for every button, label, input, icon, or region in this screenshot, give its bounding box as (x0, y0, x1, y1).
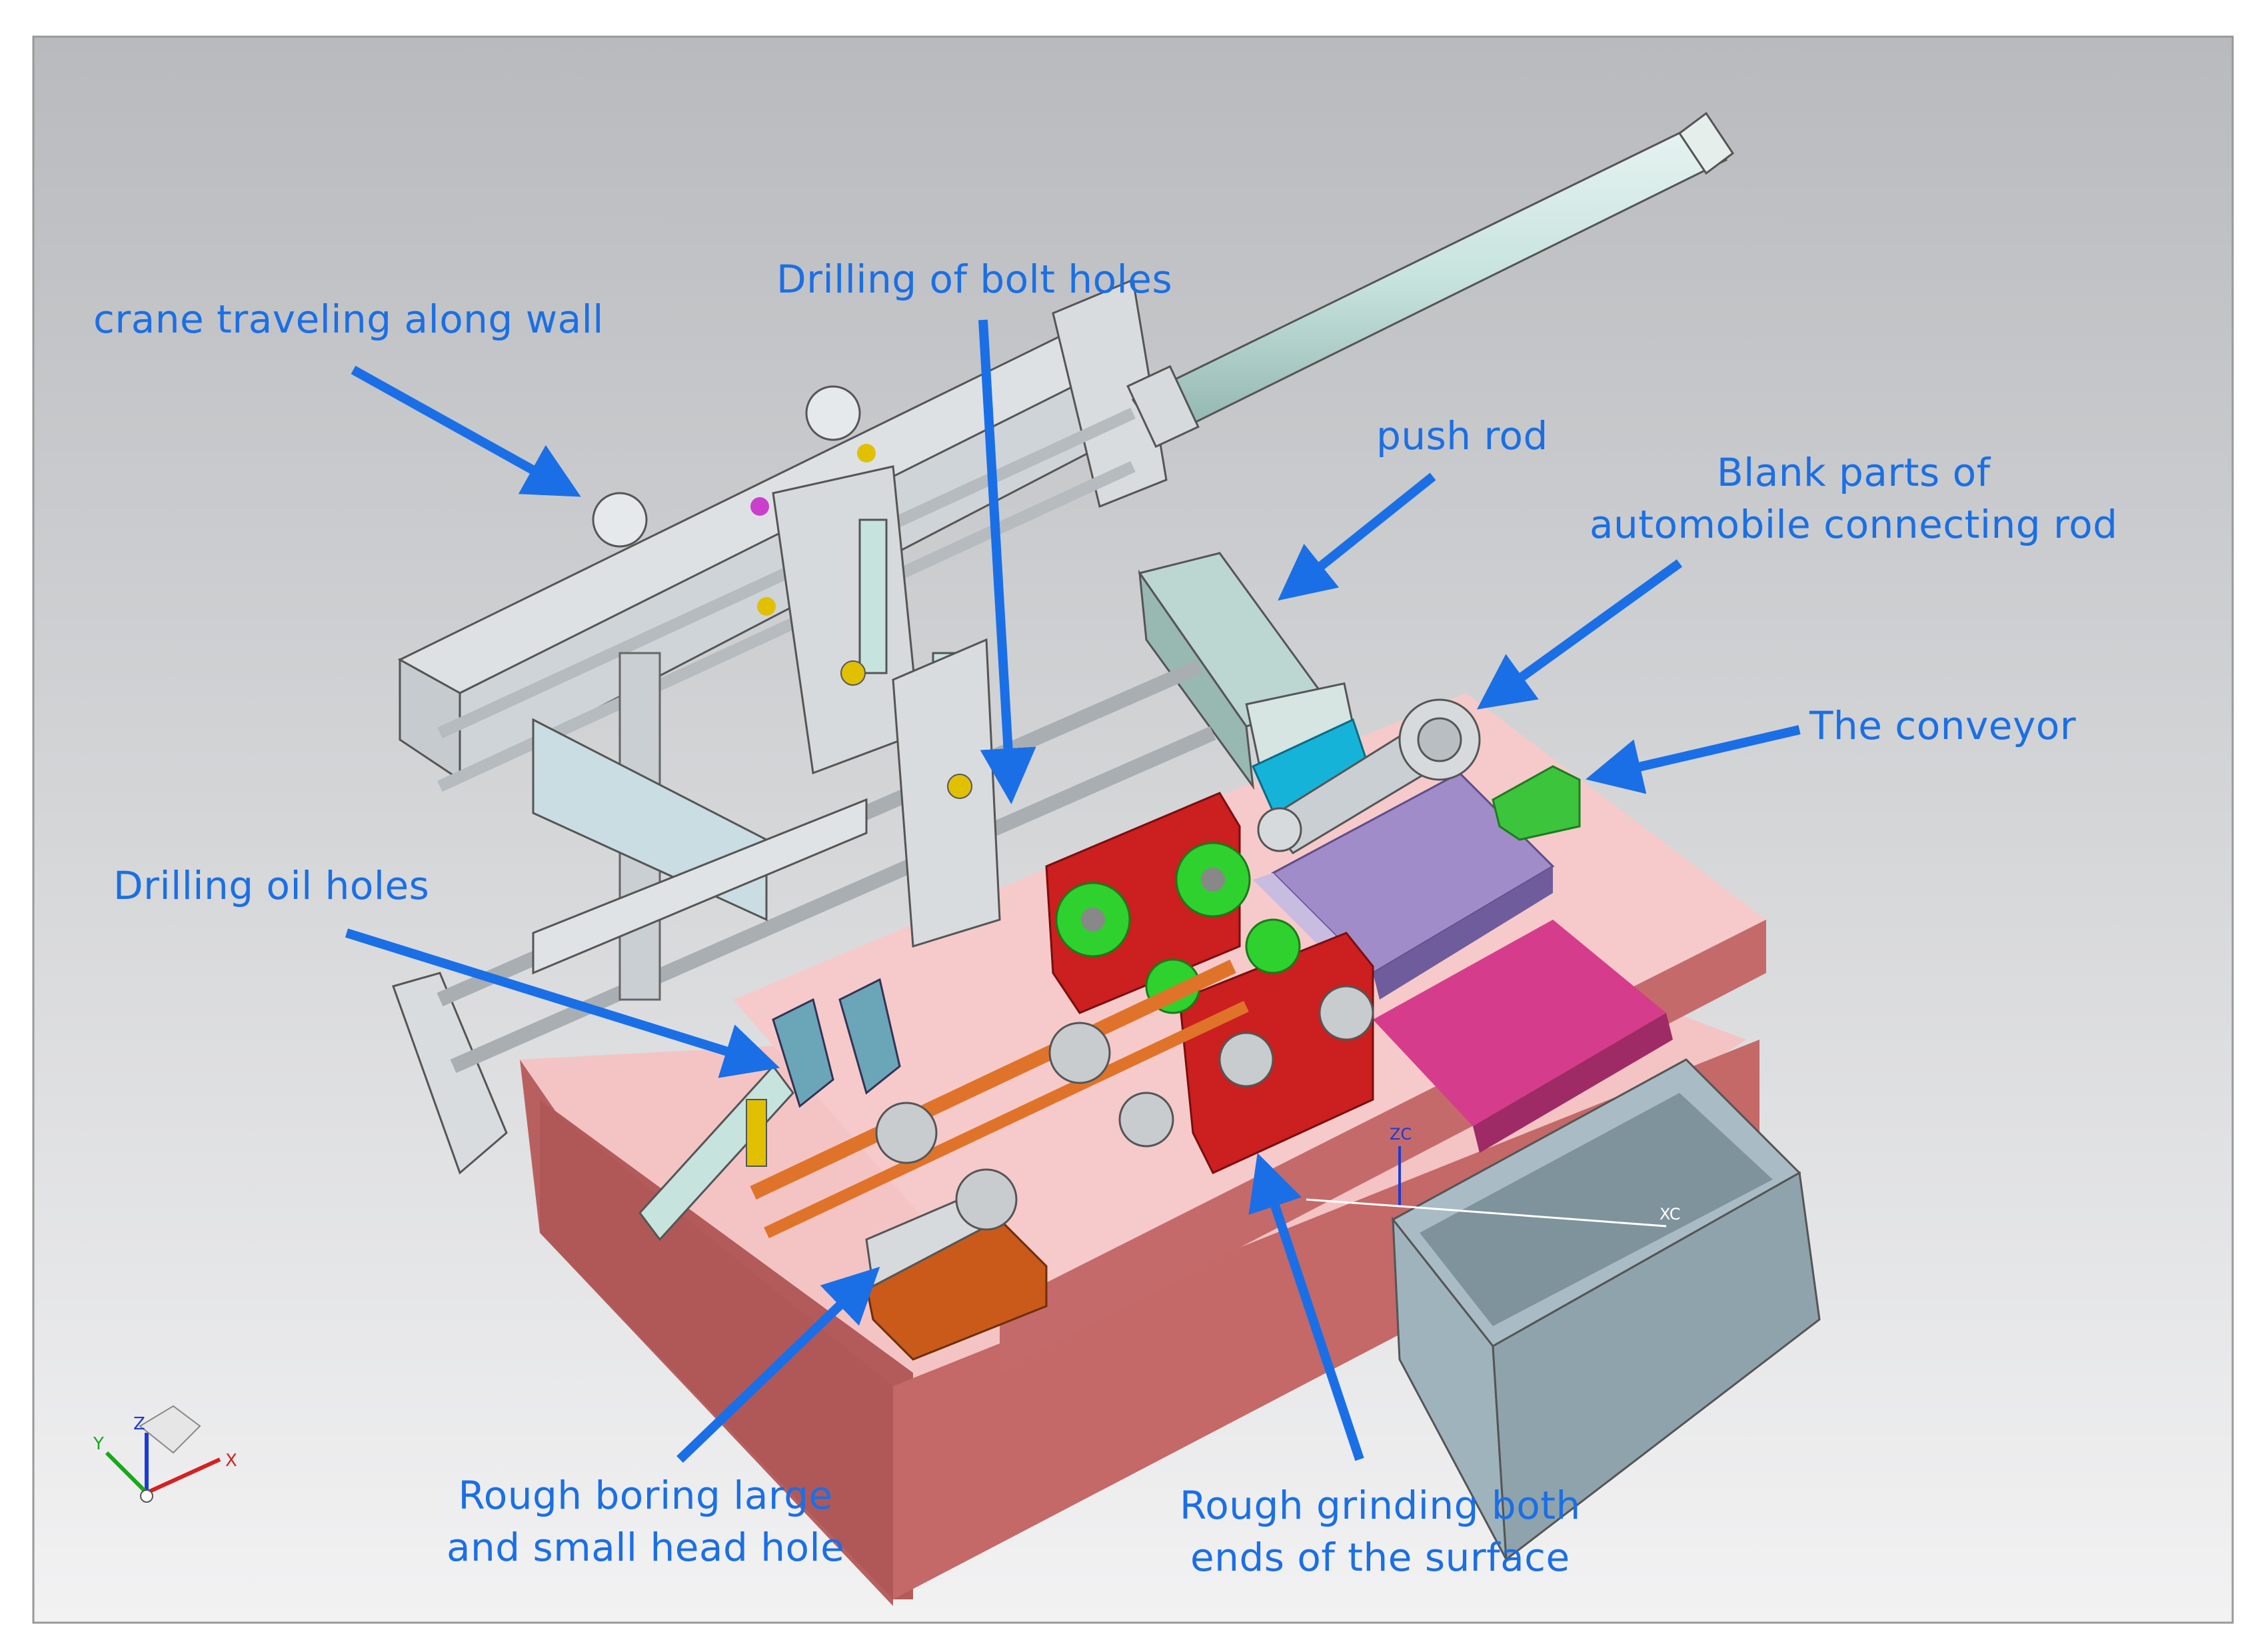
rough-boring-motor (865, 1022, 1174, 1361)
label-push-rod: push rod (1376, 413, 1548, 458)
rough-grinding-head-front (1145, 918, 1374, 1174)
finished-parts-tray (1373, 920, 1673, 1153)
label-blank-parts: Blank parts of automobile connecting rod (1590, 446, 2117, 550)
arrow-push-rod (1278, 472, 1436, 601)
arrow-oil-holes (345, 928, 780, 1078)
triad-x-label: X (225, 1451, 237, 1471)
label-blank-parts-line-2: automobile connecting rod (1590, 502, 2118, 547)
boring-slide-rail (750, 960, 1249, 1239)
label-rough-boring-line-2: and small head hole (447, 1525, 845, 1570)
triad-z-label: Z (133, 1414, 145, 1434)
triad-y-label: Y (93, 1434, 104, 1454)
label-the-conveyor: The conveyor (1809, 703, 2077, 748)
arrow-bolt-holes (978, 319, 1036, 804)
arrow-rough-grinding (1248, 1153, 1364, 1461)
label-crane-traveling-along-wall: crane traveling along wall (93, 297, 604, 342)
push-rod-cylinder (1138, 552, 1374, 828)
arrow-rough-boring (676, 1266, 880, 1463)
view-coordinate-triad: Z X Y (93, 1405, 237, 1503)
label-drilling-oil-holes: Drilling oil holes (113, 863, 430, 908)
label-rough-boring: Rough boring large and small head hole (447, 1469, 844, 1573)
arrow-conveyor (1586, 725, 1801, 794)
label-rough-grinding: Rough grinding both ends of the surface (1180, 1479, 1581, 1583)
label-drilling-of-bolt-holes: Drilling of bolt holes (776, 257, 1173, 302)
rough-grinding-head-rear (1045, 792, 1251, 1014)
label-rough-grinding-line-2: ends of the surface (1190, 1535, 1570, 1580)
label-blank-parts-line-1: Blank parts of (1716, 450, 1991, 495)
collection-bin (1391, 1058, 1821, 1561)
label-rough-boring-line-1: Rough boring large (458, 1473, 833, 1518)
arrow-crane (351, 365, 581, 497)
blank-connecting-rod (1257, 698, 1481, 854)
conveyor-stop-bracket (1492, 765, 1581, 841)
zc-axis-label: ZC (1390, 1125, 1412, 1144)
xc-axis-label: XC (1660, 1205, 1680, 1224)
arrow-blank-parts (1476, 559, 1683, 710)
oil-hole-drilling-unit (638, 978, 901, 1241)
label-rough-grinding-line-1: Rough grinding both (1180, 1483, 1581, 1528)
work-coordinate-system: ZC XC (1306, 1125, 1680, 1228)
annotation-arrows (345, 319, 1801, 1463)
telescoping-cylinder (1126, 111, 1735, 448)
bolt-hole-drilling-head (750, 444, 1001, 948)
